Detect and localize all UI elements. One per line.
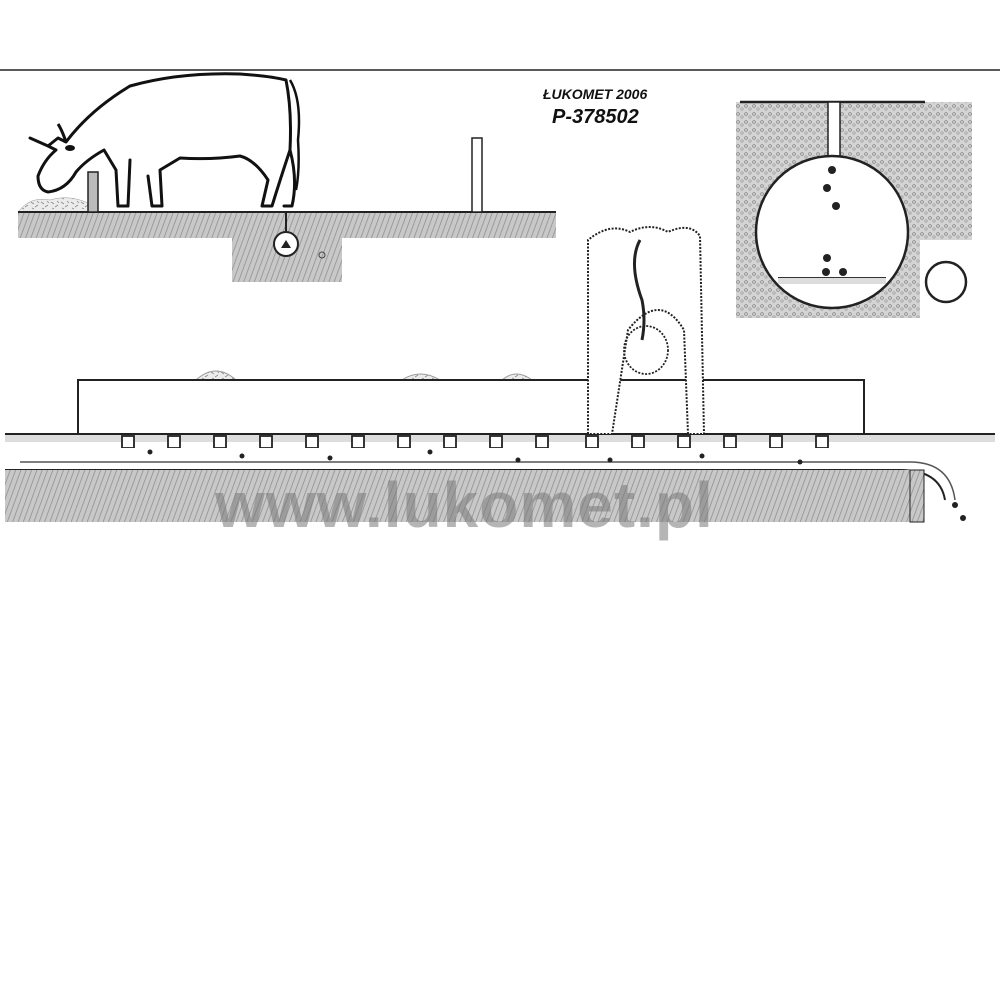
falling-drops bbox=[147, 449, 966, 521]
floor-slots bbox=[121, 435, 829, 449]
drain-pipe-section bbox=[754, 154, 910, 310]
watermark-text: www.lukomet.pl bbox=[215, 469, 714, 541]
channel-base bbox=[5, 470, 915, 522]
feed-pile bbox=[17, 197, 91, 213]
post bbox=[471, 137, 483, 213]
barn-wall bbox=[77, 379, 865, 437]
cow-rear-icon bbox=[587, 226, 706, 435]
cow-icon bbox=[28, 72, 297, 208]
trough-wall bbox=[87, 171, 99, 213]
side-pipe bbox=[924, 260, 968, 304]
liquid-drops bbox=[822, 166, 847, 276]
drain-cross-section-panel bbox=[736, 100, 972, 318]
brand-label: ŁUKOMET 2006 bbox=[543, 86, 648, 102]
cow-side-view-panel bbox=[17, 72, 556, 282]
channel-longitudinal-panel bbox=[5, 226, 995, 523]
patent-number: P-378502 bbox=[552, 106, 639, 128]
